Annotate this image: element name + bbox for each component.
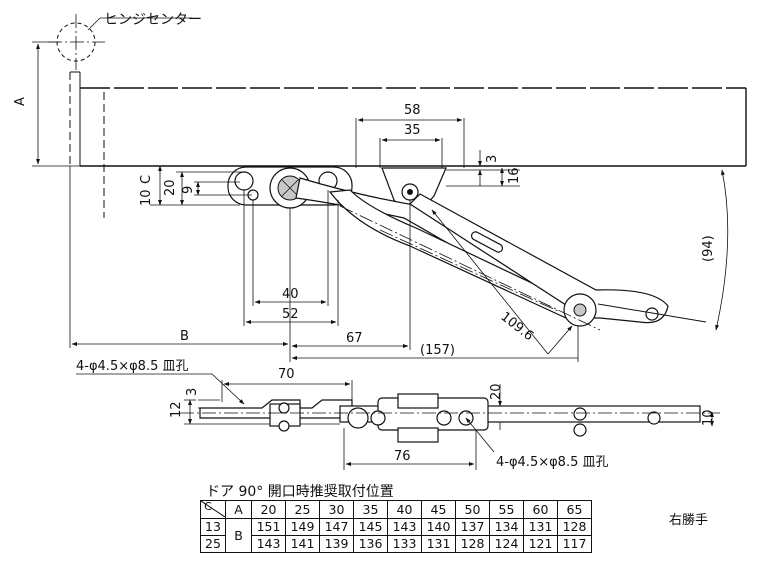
b-value-cell: 151 [251, 518, 286, 536]
dimension-9-label: 9 [181, 186, 196, 194]
dimension-a-label: A [13, 97, 28, 106]
side-view-hinge [180, 393, 720, 443]
dimension-c-label: C [139, 175, 154, 184]
dimension-157-label: (157) [420, 343, 455, 358]
door-panel [32, 41, 747, 167]
dimension-109-6-label: 109.6 [498, 309, 537, 344]
dimension-b-label: B [180, 329, 189, 344]
c-value-cell: 13 [200, 518, 226, 536]
b-value-cell: 128 [455, 535, 490, 553]
a-value-cell: 50 [455, 500, 490, 519]
b-value-cell: 143 [387, 518, 422, 536]
hand-note: 右勝手 [669, 513, 709, 528]
a-value-cell: 35 [353, 500, 388, 519]
b-label-cell: B [225, 518, 252, 553]
b-value-cell: 117 [557, 535, 592, 553]
hole-spec-top-leader [76, 373, 245, 405]
hole-spacing-dimensions [243, 190, 339, 326]
hole-spec-bottom-leader [465, 417, 495, 453]
b-value-cell: 133 [387, 535, 422, 553]
corner-label: C [204, 500, 212, 513]
b-value-cell: 131 [421, 535, 456, 553]
a-value-cell: 40 [387, 500, 422, 519]
a-value-cell: 45 [421, 500, 456, 519]
a-label-cell: A [225, 500, 252, 519]
dimension-16-label: 16 [507, 167, 522, 184]
dimension-20-side-label: 20 [489, 383, 504, 400]
dimension-3-label: 3 [485, 155, 500, 163]
b-value-cell: 136 [353, 535, 388, 553]
cabinet-side-outline [69, 71, 105, 218]
b-value-cell: 128 [557, 518, 592, 536]
hole-spec-bottom-label: 4-φ4.5×φ8.5 皿孔 [496, 455, 609, 470]
a-value-cell: 30 [319, 500, 354, 519]
b-value-cell: 124 [489, 535, 524, 553]
b-value-cell: 145 [353, 518, 388, 536]
a-value-cell: 60 [523, 500, 558, 519]
b-value-cell: 140 [421, 518, 456, 536]
dimension-94-label: (94) [701, 235, 716, 262]
plate-dimensions [150, 165, 252, 206]
a-value-cell: 25 [285, 500, 320, 519]
hole-spec-top-label: 4-φ4.5×φ8.5 皿孔 [76, 359, 189, 374]
dimension-109-6 [431, 209, 573, 355]
table-row: 25 143 141 139 136 133 131 128 124 121 1… [200, 535, 592, 553]
diagonal-divider [201, 501, 225, 517]
hinge-arms [295, 177, 707, 331]
hinge-center-label: ヒンジセンター [104, 12, 202, 28]
table-header-row: C A 20 25 30 35 40 45 50 55 60 65 [200, 500, 592, 519]
mounting-position-table: C A 20 25 30 35 40 45 50 55 60 65 13 B 1… [200, 500, 592, 553]
dimension-67-label: 67 [346, 331, 363, 346]
dimension-35-label: 35 [404, 123, 421, 138]
dimension-12-label: 12 [169, 401, 184, 418]
dimension-70-label: 70 [278, 367, 295, 382]
dimension-58-label: 58 [404, 103, 421, 118]
dimension-3-side-label: 3 [185, 388, 200, 396]
b-value-cell: 143 [251, 535, 286, 553]
b-value-cell: 137 [455, 518, 490, 536]
c-value-cell: 25 [200, 535, 226, 553]
table-row: 13 B 151 149 147 145 143 140 137 134 131… [200, 518, 592, 553]
b-value-cell: 141 [285, 535, 320, 553]
door-plate-dimensions [355, 118, 520, 187]
a-value-cell: 20 [251, 500, 286, 519]
dimension-20-label: 20 [163, 179, 178, 196]
b-value-cell: 139 [319, 535, 354, 553]
b-value-cell: 147 [319, 518, 354, 536]
position-dimensions [69, 166, 579, 362]
b-value-cell: 149 [285, 518, 320, 536]
dimension-10-side-label: 10 [701, 409, 716, 426]
b-value-cell: 131 [523, 518, 558, 536]
b-value-cell: 121 [523, 535, 558, 553]
dimension-76-label: 76 [394, 449, 411, 464]
dimension-10c-label: 10 [139, 189, 154, 206]
a-value-cell: 55 [489, 500, 524, 519]
corner-cell: C [200, 500, 226, 519]
dimension-94 [715, 169, 729, 331]
table-title: ドア 90° 開口時推奨取付位置 [206, 484, 394, 500]
b-value-cell: 134 [489, 518, 524, 536]
a-value-cell: 65 [557, 500, 592, 519]
